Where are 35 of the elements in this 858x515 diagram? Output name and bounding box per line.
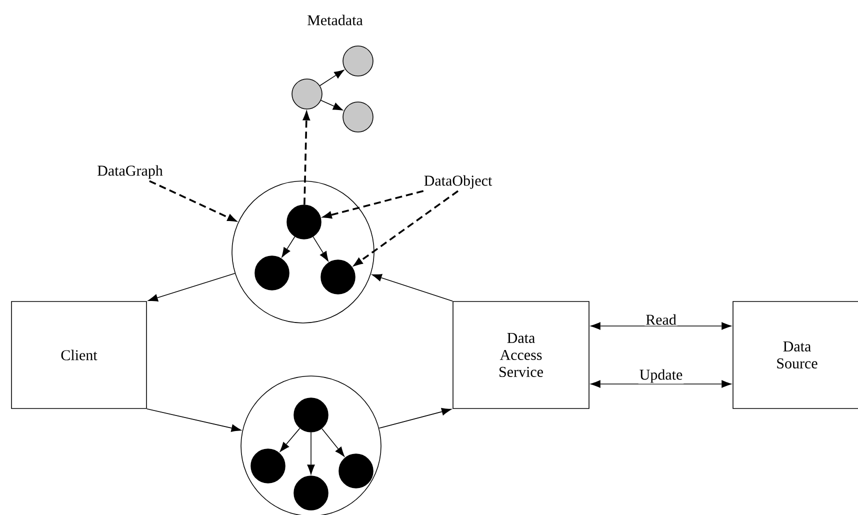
arrow bbox=[302, 109, 310, 205]
arrow bbox=[279, 428, 300, 453]
double-arrow bbox=[589, 380, 733, 388]
data-object-circle bbox=[320, 260, 356, 294]
process-box: Data Access Service bbox=[452, 301, 590, 409]
arrow bbox=[312, 236, 329, 262]
data-object-circle bbox=[286, 204, 322, 240]
arrow bbox=[146, 408, 242, 432]
arrow bbox=[322, 428, 346, 458]
leader-arrow bbox=[149, 180, 238, 222]
callout-text: DataObject bbox=[424, 175, 492, 189]
arrow bbox=[281, 236, 296, 258]
arrow bbox=[320, 69, 346, 86]
process-box: Data Source bbox=[732, 301, 858, 409]
data-object-circle bbox=[250, 448, 286, 484]
metadata-circle bbox=[342, 46, 374, 76]
leader-arrow bbox=[320, 190, 424, 219]
data-object-circle bbox=[294, 398, 328, 432]
edge-label: Update bbox=[638, 368, 684, 384]
arrow bbox=[378, 408, 453, 429]
arrow bbox=[370, 274, 453, 302]
leader-arrow bbox=[352, 190, 459, 267]
data-object-circle bbox=[254, 256, 290, 290]
process-box: Client bbox=[11, 301, 147, 409]
metadata-circle bbox=[292, 78, 322, 110]
arrow bbox=[307, 432, 315, 476]
arrow bbox=[320, 100, 344, 111]
edge-label: Read bbox=[644, 313, 678, 326]
arrow bbox=[146, 273, 236, 302]
data-object-circle bbox=[294, 476, 328, 510]
double-arrow bbox=[589, 322, 733, 330]
metadata-circle bbox=[342, 102, 374, 132]
data-object-circle bbox=[338, 454, 374, 488]
callout-text: DataGraph bbox=[98, 165, 163, 179]
heading-label: Metadata bbox=[308, 14, 363, 26]
